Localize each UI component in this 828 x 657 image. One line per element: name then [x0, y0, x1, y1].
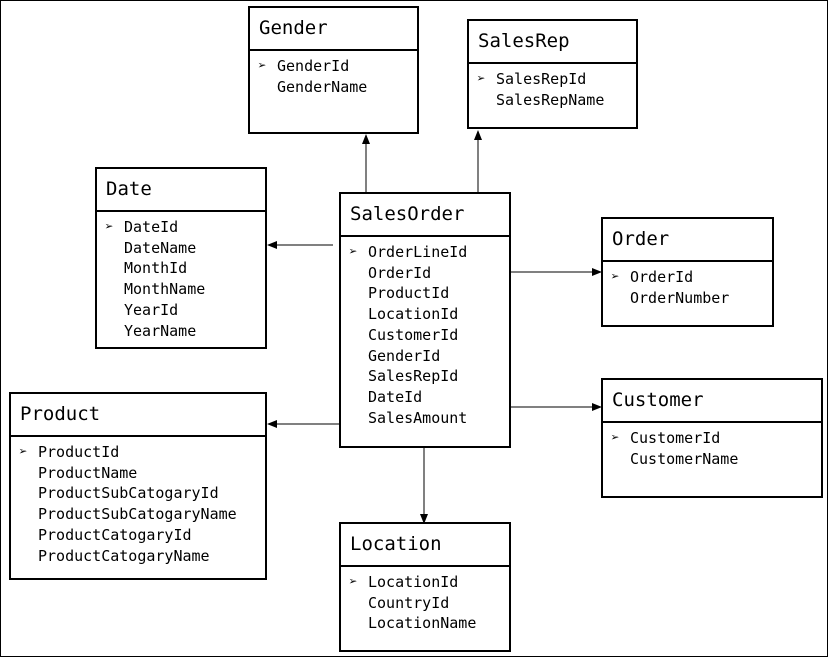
field: ProductCatogaryId — [11, 525, 265, 546]
field: MonthName — [97, 279, 265, 300]
entity-title: Location — [341, 524, 509, 567]
primary-key-field: ➢ ProductId — [11, 442, 265, 463]
field-label: DateName — [124, 238, 197, 257]
field-label: YearId — [124, 300, 179, 319]
entity-title: Date — [97, 169, 265, 212]
entity-title: Product — [11, 394, 265, 437]
primary-key-field: ➢ OrderLineId — [341, 242, 509, 263]
primary-key-field: ➢ SalesRepId — [469, 69, 636, 90]
field-label: LocationName — [368, 614, 477, 633]
field: ProductSubCatogaryId — [11, 483, 265, 504]
field: CountryId — [341, 593, 509, 614]
field: MonthId — [97, 258, 265, 279]
field: ProductId — [341, 283, 509, 304]
field: OrderId — [341, 263, 509, 284]
field: ProductSubCatogaryName — [11, 504, 265, 525]
field-label: MonthId — [124, 259, 188, 278]
field-label: LocationId — [368, 573, 459, 591]
field-label: SalesAmount — [368, 408, 468, 427]
primary-key-field: ➢ DateId — [97, 217, 265, 238]
field-label: ProductId — [368, 284, 450, 303]
arrowhead-bullet-icon: ➢ — [611, 269, 620, 285]
field-label: SalesRepId — [368, 367, 459, 386]
field: DateName — [97, 238, 265, 259]
field-label: CustomerId — [368, 325, 459, 344]
field-label: OrderNumber — [630, 288, 730, 307]
field: GenderName — [250, 77, 417, 98]
field-label: GenderName — [277, 77, 368, 96]
field: DateId — [341, 387, 509, 408]
field-label: CustomerName — [630, 449, 739, 468]
field-label: GenderId — [368, 346, 441, 365]
entity-title: Customer — [603, 380, 821, 423]
field: LocationId — [341, 304, 509, 325]
field-label: YearName — [124, 321, 197, 340]
field-label: ProductSubCatogaryId — [38, 484, 219, 503]
primary-key-field: ➢ CustomerId — [603, 428, 821, 449]
field: SalesAmount — [341, 408, 509, 429]
arrowhead-bullet-icon: ➢ — [349, 574, 358, 590]
field-label: ProductCatogaryId — [38, 525, 192, 544]
field-label: DateId — [368, 387, 423, 406]
field-label: ProductName — [38, 463, 138, 482]
field-label: SalesRepName — [496, 90, 605, 109]
field-label: ProductCatogaryName — [38, 546, 210, 565]
field-label: MonthName — [124, 280, 206, 299]
field-label: OrderLineId — [368, 243, 468, 261]
entity-title: SalesOrder — [341, 194, 509, 237]
entity-title: SalesRep — [469, 21, 636, 64]
field: ProductCatogaryName — [11, 546, 265, 567]
field: OrderNumber — [603, 288, 772, 309]
field: CustomerName — [603, 449, 821, 470]
field-label: CustomerId — [630, 429, 721, 447]
field: YearId — [97, 300, 265, 321]
field-label: CountryId — [368, 593, 450, 612]
field: GenderId — [341, 346, 509, 367]
arrowhead-bullet-icon: ➢ — [19, 444, 28, 460]
field-label: SalesRepId — [496, 70, 587, 88]
arrowhead-bullet-icon: ➢ — [477, 71, 486, 87]
entity-title: Order — [603, 219, 772, 262]
primary-key-field: ➢ OrderId — [603, 267, 772, 288]
field-label: OrderId — [630, 268, 694, 286]
field-label: ProductId — [38, 443, 120, 461]
arrowhead-bullet-icon: ➢ — [105, 219, 114, 235]
field-label: GenderId — [277, 57, 350, 75]
field-label: LocationId — [368, 305, 459, 324]
field: SalesRepId — [341, 366, 509, 387]
field: ProductName — [11, 463, 265, 484]
field: SalesRepName — [469, 90, 636, 111]
arrowhead-bullet-icon: ➢ — [258, 58, 267, 74]
primary-key-field: ➢ LocationId — [341, 572, 509, 593]
field-label: OrderId — [368, 263, 432, 282]
entity-title: Gender — [250, 8, 417, 51]
field: CustomerId — [341, 325, 509, 346]
field-label: ProductSubCatogaryName — [38, 505, 237, 524]
field-label: DateId — [124, 218, 179, 236]
primary-key-field: ➢ GenderId — [250, 56, 417, 77]
arrowhead-bullet-icon: ➢ — [349, 244, 358, 260]
field: LocationName — [341, 613, 509, 634]
arrowhead-bullet-icon: ➢ — [611, 430, 620, 446]
field: YearName — [97, 321, 265, 342]
